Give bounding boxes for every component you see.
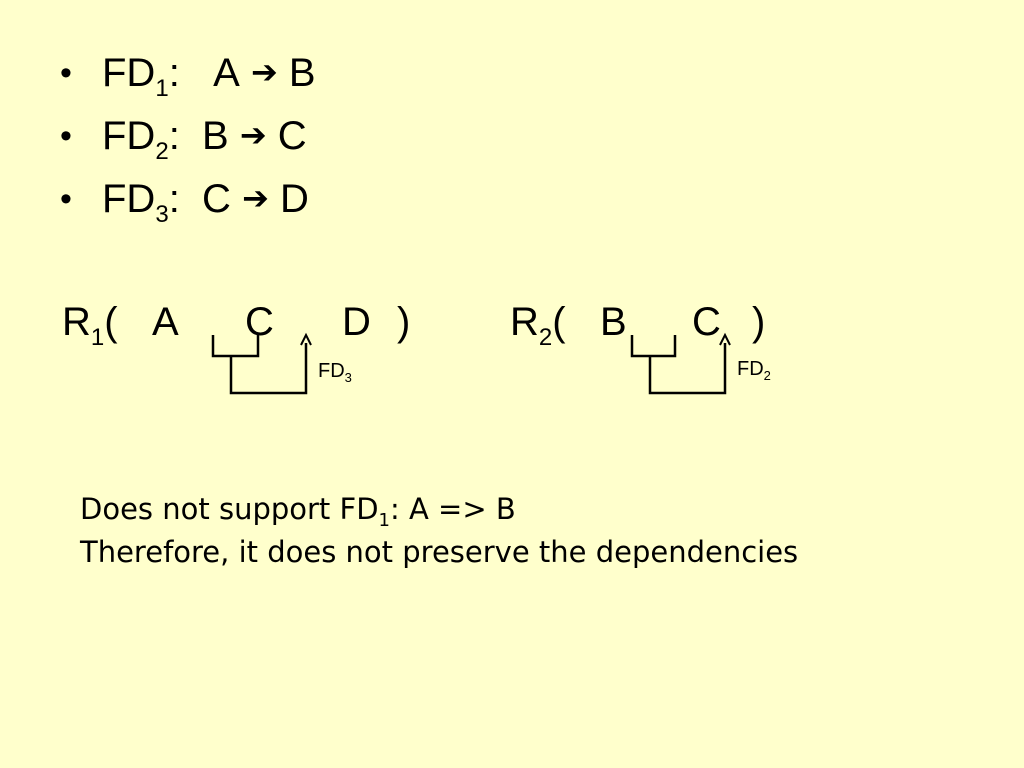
fd-lhs: B — [202, 114, 229, 158]
relation-attr: A — [152, 300, 179, 344]
fd-label-text: FD — [318, 360, 345, 382]
fd-label: FD — [102, 177, 156, 221]
relation-name: R — [510, 300, 539, 344]
fd-item: • FD1: A ➔ B — [60, 44, 316, 107]
relation-subscript: 2 — [538, 324, 553, 351]
fd-rhs: B — [288, 51, 316, 95]
arrow-icon: ➔ — [242, 179, 269, 217]
relation-open-paren: ( — [104, 300, 118, 344]
fd3-arrowhead-icon — [300, 332, 312, 346]
fd-lhs: A — [213, 51, 240, 95]
arrow-icon: ➔ — [250, 53, 278, 91]
fd-label-text: FD — [737, 358, 764, 380]
fd-rhs: C — [277, 114, 307, 158]
fd-label: FD — [102, 51, 156, 95]
conclusion-line-2: Therefore, it does not preserve the depe… — [80, 535, 799, 569]
fd-label-subscript: 2 — [763, 368, 771, 383]
fd3-label: FD3 — [318, 360, 352, 385]
fd3-key-bracket — [211, 335, 260, 358]
relation-attr: D — [342, 300, 371, 344]
fd-colon: : — [168, 114, 180, 158]
fd2-dependency-line — [648, 343, 727, 395]
fd3-dependency-line — [229, 343, 308, 395]
fd-subscript: 2 — [155, 138, 169, 165]
fd-list: • FD1: A ➔ B • FD2: B ➔ C • FD3: C ➔ D — [60, 44, 316, 233]
fd2-label: FD2 — [737, 358, 771, 383]
bullet-icon: • — [60, 117, 72, 155]
relation-attr: C — [692, 300, 721, 344]
fd-label: FD — [102, 114, 156, 158]
arrow-icon: ➔ — [239, 116, 267, 154]
fd-subscript: 3 — [155, 201, 169, 228]
fd2-key-bracket — [630, 335, 677, 358]
conclusion-line-1: Does not support FD1: A => B — [80, 492, 516, 531]
fd-item: • FD2: B ➔ C — [60, 107, 316, 170]
conclusion-text: Does not support FD1: A => B Therefore, … — [80, 490, 798, 572]
relation-r1: R1( A C D ) — [62, 293, 442, 351]
fd-subscript: 1 — [155, 75, 169, 102]
relation-attr: B — [600, 300, 627, 344]
relation-subscript: 1 — [90, 324, 105, 351]
bullet-icon: • — [60, 54, 72, 92]
relation-close-paren: ) — [397, 300, 411, 344]
fd-colon: : — [168, 177, 180, 221]
relation-r2: R2( B C ) — [510, 293, 790, 351]
bullet-icon: • — [60, 180, 72, 218]
relation-close-paren: ) — [752, 300, 766, 344]
fd-item: • FD3: C ➔ D — [60, 170, 316, 233]
relation-name: R — [62, 300, 91, 344]
fd-lhs: C — [202, 177, 231, 221]
fd2-arrowhead-icon — [719, 332, 731, 346]
fd-rhs: D — [280, 177, 309, 221]
fd-label-subscript: 3 — [344, 370, 352, 385]
relation-attr: C — [245, 300, 274, 344]
fd-colon: : — [168, 51, 180, 95]
relation-open-paren: ( — [552, 300, 566, 344]
